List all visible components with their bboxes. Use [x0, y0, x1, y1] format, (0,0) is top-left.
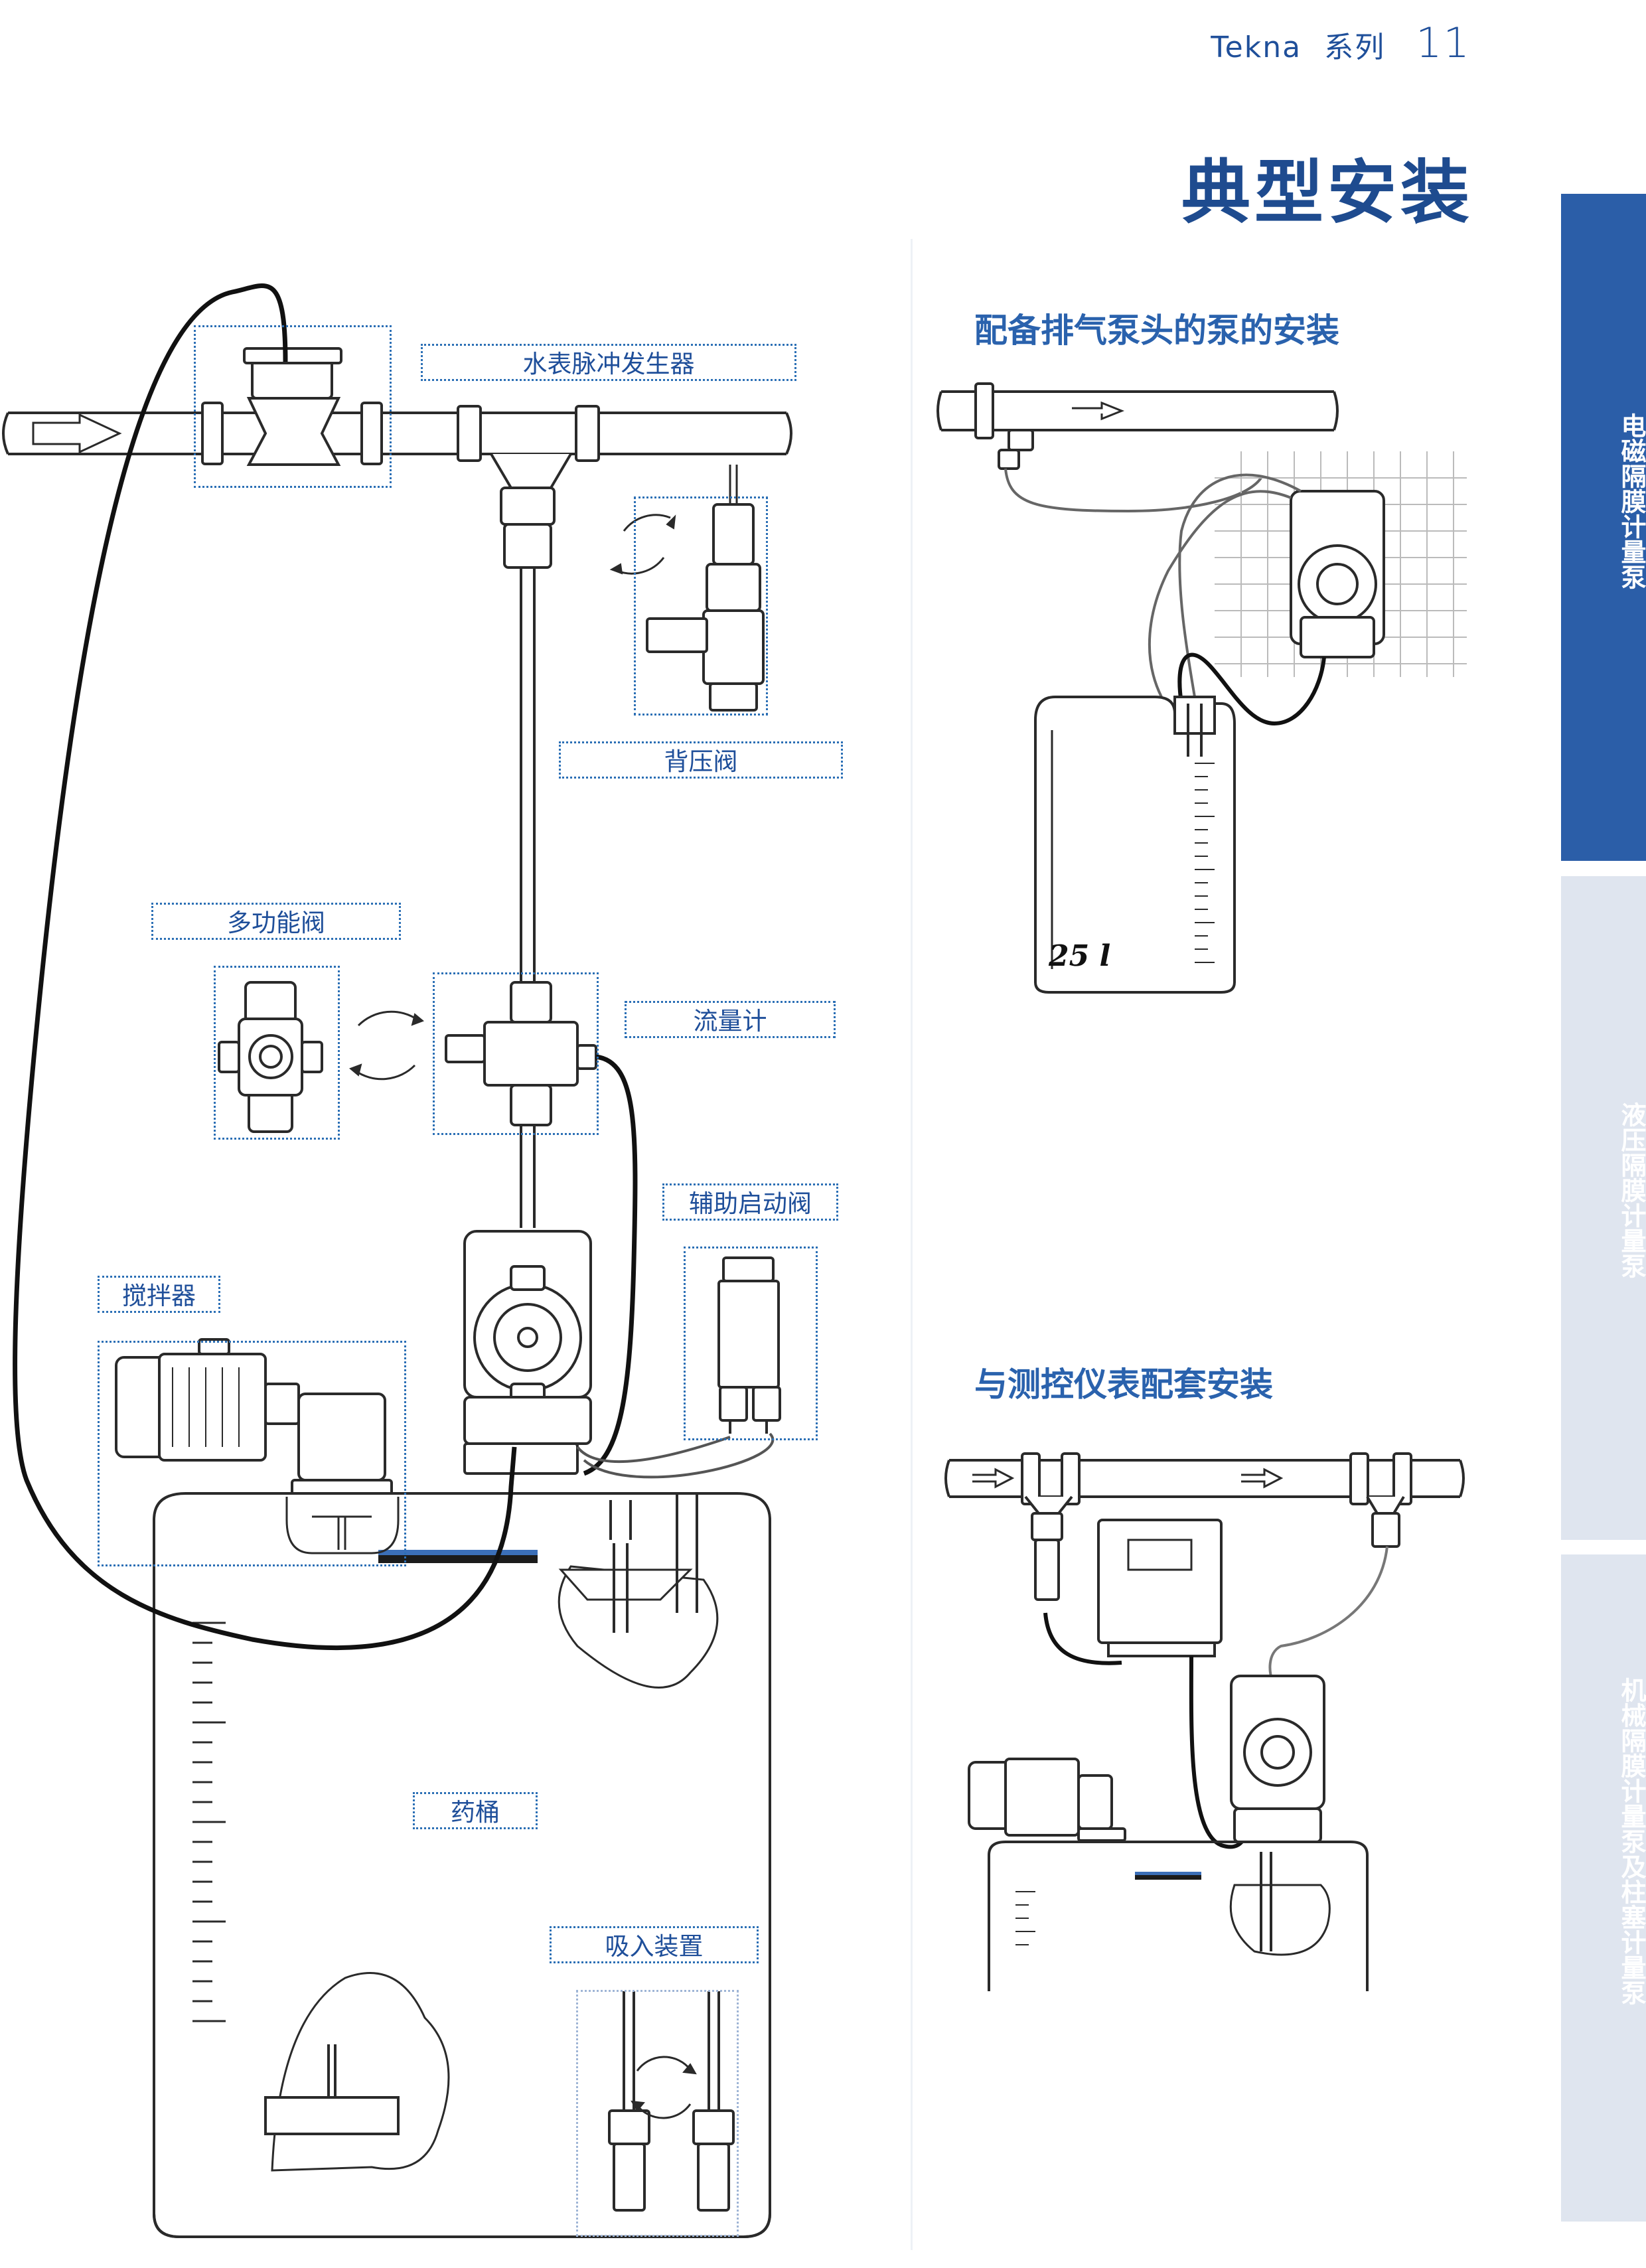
main-pipe — [8, 412, 786, 455]
series-label: 系列 — [1324, 31, 1386, 64]
side-tab-mechanical[interactable]: 机械隔膜计量泵及柱塞计量泵 — [1561, 1554, 1646, 2222]
mixer-box — [98, 1341, 406, 1566]
tank-volume-label: 25 l — [1049, 939, 1111, 973]
callout-mixer: 搅拌器 — [98, 1276, 220, 1313]
page-title: 典型安装 — [1181, 152, 1474, 233]
callout-tank: 药桶 — [413, 1792, 538, 1829]
column-divider — [911, 239, 913, 2250]
callout-flow-meter: 流量计 — [625, 1001, 836, 1038]
page-header: Tekna 系列 11 — [1211, 19, 1471, 67]
side-tab-electromagnetic[interactable]: 电磁隔膜计量泵 — [1561, 194, 1646, 861]
brand-name: Tekna — [1211, 31, 1302, 64]
callout-suction-device: 吸入装置 — [550, 1926, 759, 1963]
side-tab-label: 机械隔膜计量泵及柱塞计量泵 — [1617, 1677, 1646, 2005]
page-number: 11 — [1416, 19, 1471, 67]
water-meter-box — [194, 325, 392, 488]
callout-water-meter: 水表脉冲发生器 — [421, 344, 796, 381]
section-title-degassing: 配备排气泵头的泵的安装 — [974, 311, 1339, 350]
section-title-instrument: 与测控仪表配套安装 — [974, 1365, 1273, 1404]
callout-multifunction-valve: 多功能阀 — [151, 903, 401, 940]
suction-device-box — [576, 1990, 739, 2237]
side-tab-label: 液压隔膜计量泵 — [1617, 1102, 1646, 1278]
side-tab-hydraulic[interactable]: 液压隔膜计量泵 — [1561, 876, 1646, 1540]
multifunction-valve-box — [214, 966, 340, 1140]
back-pressure-valve-box — [634, 496, 768, 716]
callout-aux-priming-valve: 辅助启动阀 — [662, 1183, 838, 1221]
callout-back-pressure-valve: 背压阀 — [559, 741, 843, 779]
flow-meter-box — [433, 972, 599, 1135]
aux-priming-valve-box — [684, 1247, 818, 1440]
side-tab-label: 电磁隔膜计量泵 — [1617, 413, 1646, 589]
